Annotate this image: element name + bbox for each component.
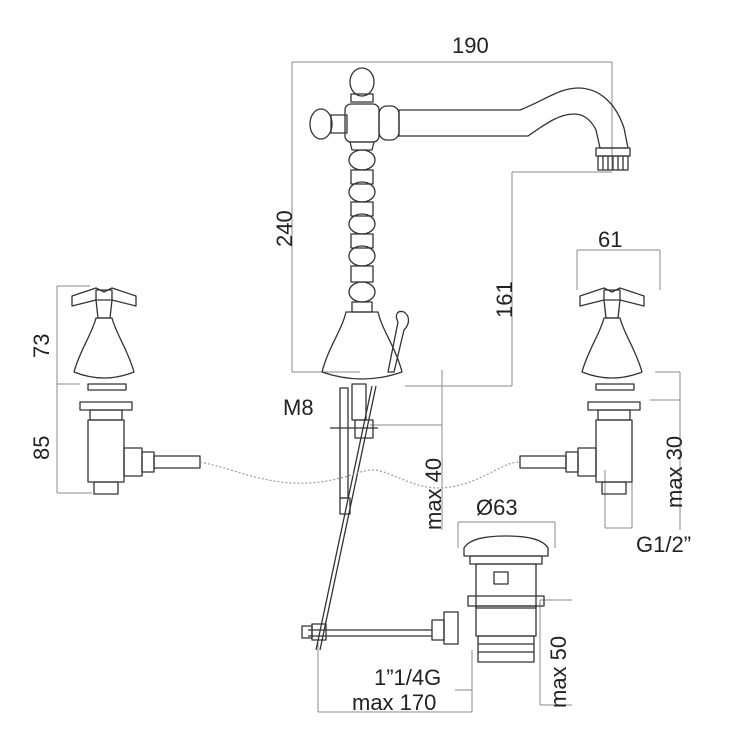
label-61: 61 bbox=[598, 227, 622, 252]
label-g-half: G1/2” bbox=[636, 532, 691, 557]
label-thread-114: 1”1/4G bbox=[374, 665, 441, 690]
label-161: 161 bbox=[492, 281, 517, 318]
label-max-40: max 40 bbox=[421, 458, 446, 530]
label-max-170: max 170 bbox=[352, 690, 436, 715]
popup-waste bbox=[301, 535, 549, 663]
flex-hoses bbox=[199, 461, 521, 489]
dimension-labels: 190 240 161 61 73 85 M8 max 40 max 30 G1… bbox=[29, 33, 691, 715]
label-m8: M8 bbox=[283, 395, 314, 420]
label-diameter-63: Ø63 bbox=[476, 495, 518, 520]
label-240: 240 bbox=[272, 210, 297, 247]
left-valve bbox=[71, 287, 201, 495]
label-max-50: max 50 bbox=[546, 636, 571, 708]
label-190: 190 bbox=[452, 33, 489, 58]
right-valve bbox=[519, 287, 645, 495]
dimension-lines bbox=[56, 61, 681, 713]
label-max-30: max 30 bbox=[662, 436, 687, 508]
label-85: 85 bbox=[29, 436, 54, 460]
label-73: 73 bbox=[29, 334, 54, 358]
spout-assembly bbox=[309, 67, 631, 651]
